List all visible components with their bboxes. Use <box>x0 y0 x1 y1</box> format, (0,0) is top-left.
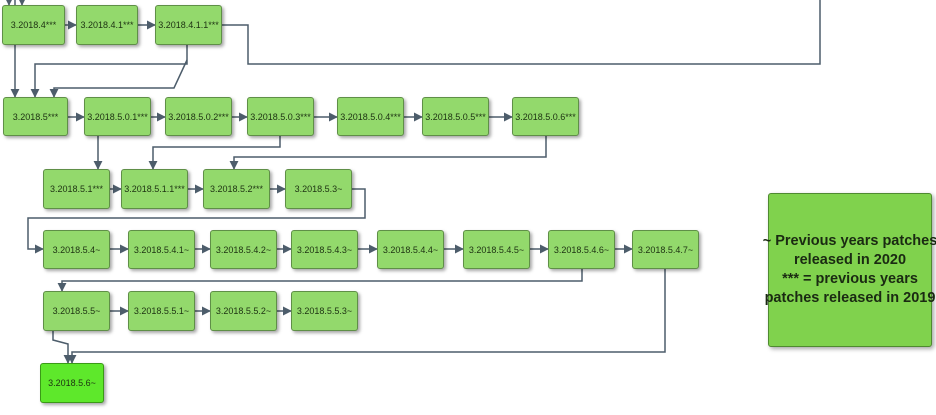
version-node: 3.2018.5.3~ <box>285 169 352 209</box>
version-node: 3.2018.5.5.3~ <box>291 291 358 331</box>
connector-arrow <box>148 136 281 170</box>
version-node: 3.2018.4*** <box>2 5 65 45</box>
version-node: 3.2018.5.4.7~ <box>632 230 699 269</box>
legend-line: *** = previous years <box>782 271 918 287</box>
version-node: 3.2018.5*** <box>3 97 68 136</box>
version-node: 3.2018.5.1*** <box>43 169 110 209</box>
version-node: 3.2018.5.4.5~ <box>463 230 530 269</box>
version-node: 3.2018.5.2*** <box>203 169 270 209</box>
version-node: 3.2018.5.5.1~ <box>128 291 195 331</box>
legend-line: ~ Previous years patches <box>762 233 936 249</box>
connector-arrow <box>30 45 188 98</box>
version-node: 3.2018.5.1.1*** <box>121 169 188 209</box>
version-node: 3.2018.5.5~ <box>43 291 110 331</box>
version-node: 3.2018.5.4.2~ <box>210 230 277 269</box>
legend-line: released in 2020 <box>793 252 907 268</box>
version-node: 3.2018.5.4.1~ <box>128 230 195 269</box>
version-node: 3.2018.5.4.3~ <box>291 230 358 269</box>
connectors <box>4 0 821 364</box>
version-node: 3.2018.4.1.1*** <box>155 5 222 45</box>
connector-arrow <box>57 269 583 292</box>
version-node: 3.2018.5.0.2*** <box>165 97 232 136</box>
connector-arrow <box>52 331 73 364</box>
connector-arrow <box>229 136 547 170</box>
version-node: 3.2018.5.4~ <box>43 230 110 269</box>
version-node: 3.2018.5.0.6*** <box>512 97 579 136</box>
version-node: 3.2018.5.4.6~ <box>548 230 615 269</box>
connector-arrow <box>222 0 821 65</box>
version-node: 3.2018.5.4.4~ <box>377 230 444 269</box>
version-node: 3.2018.5.0.3*** <box>247 97 314 136</box>
version-node: 3.2018.5.6~ <box>40 363 104 403</box>
version-node: 3.2018.4.1*** <box>76 5 138 45</box>
version-node: 3.2018.5.0.5*** <box>422 97 489 136</box>
version-node: 3.2018.5.0.4*** <box>337 97 404 136</box>
legend-line: patches released in 2019 <box>764 290 936 306</box>
legend-box: ~ Previous years patches released in 202… <box>763 193 936 347</box>
version-node: 3.2018.5.5.2~ <box>210 291 277 331</box>
version-node: 3.2018.5.0.1*** <box>84 97 151 136</box>
connector-arrow <box>49 59 188 98</box>
connector-arrow <box>27 188 366 254</box>
